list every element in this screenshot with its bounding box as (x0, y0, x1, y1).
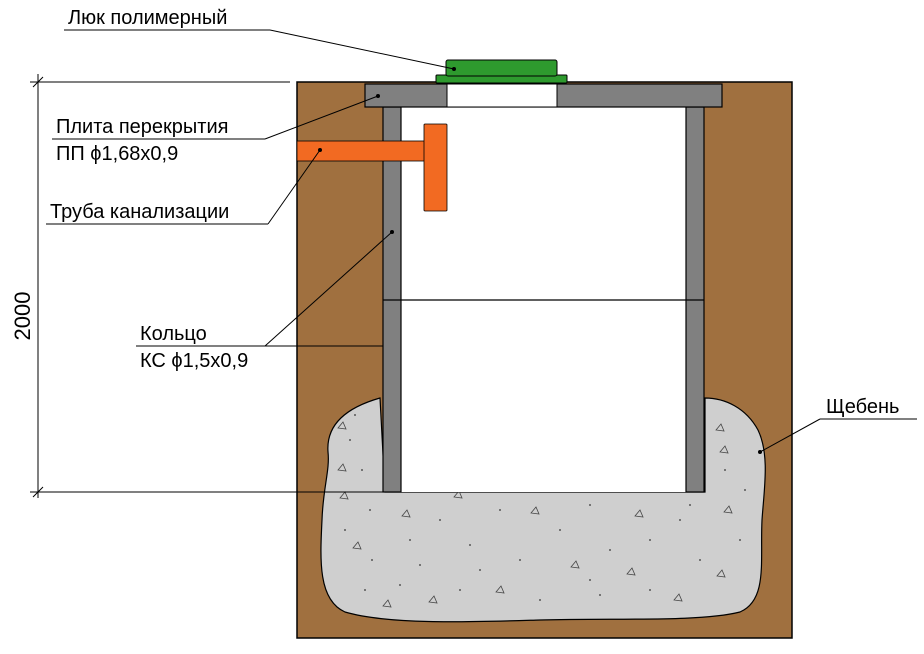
height-dimension (30, 74, 383, 498)
pipe-label: Труба канализации (50, 201, 229, 223)
gravel-bed (320, 397, 766, 623)
hatch-lid (445, 59, 558, 77)
ring-label-line2: КС ϕ1,5х0,9 (140, 350, 248, 372)
hatch-label: Люк полимерный (68, 7, 227, 29)
slab-label-line1: Плита перекрытия (56, 116, 228, 138)
leader-lines (46, 29, 917, 454)
gravel-dots (344, 414, 746, 601)
slab-opening (446, 83, 558, 108)
slab-label-line2: ПП ϕ1,68х0,9 (56, 143, 178, 165)
sewer-pipe-tee (423, 123, 448, 212)
gravel-label: Щебень (826, 396, 899, 418)
ring-label-line1: Кольцо (140, 323, 207, 345)
height-dimension-label: 2000 (10, 292, 35, 341)
sewer-pipe (296, 140, 427, 162)
gravel-texture (337, 421, 733, 608)
